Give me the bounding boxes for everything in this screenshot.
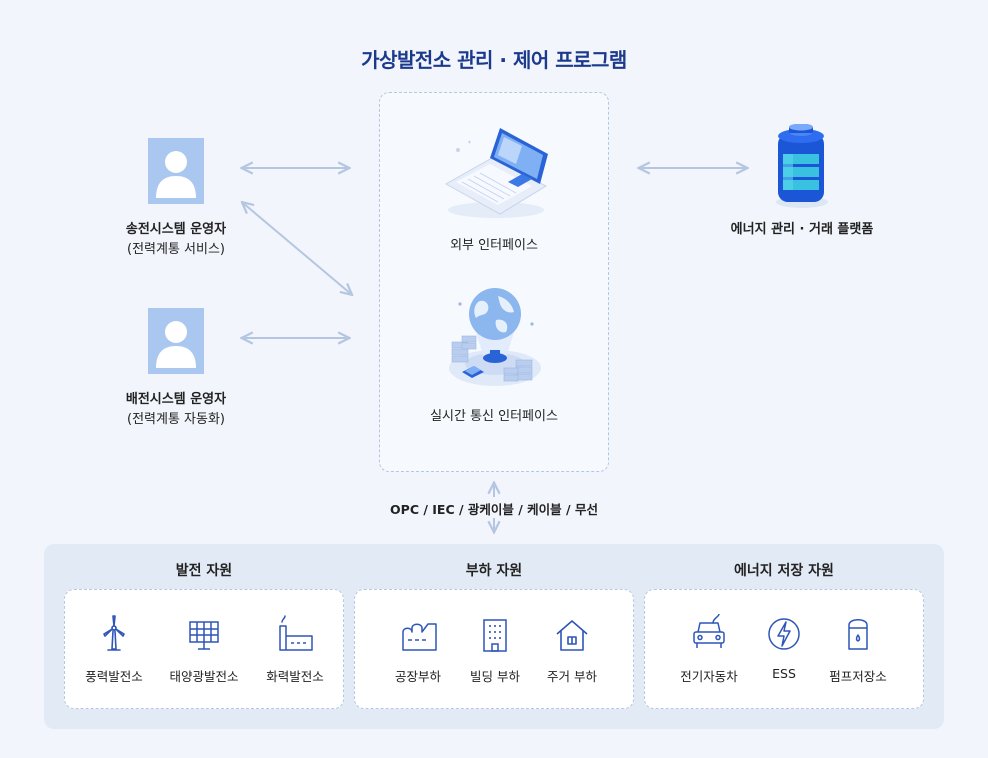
wind-turbine-icon [103,615,125,651]
wind-plant-label: 풍력발전소 [85,669,143,684]
thermal-plant-icon [279,615,313,651]
ev-label: 전기자동차 [680,669,738,684]
storage-group-title: 에너지 저장 자원 [734,563,834,579]
load-group [354,589,634,709]
distribution-operator-avatar [148,308,204,374]
pump-storage-icon [848,619,868,650]
globe-server-icon [449,288,541,386]
factory-load-label: 공장부하 [394,669,441,684]
residential-load-label: 주거 부하 [547,669,597,684]
page-title: 가상발전소 관리 · 제어 프로그램 [361,48,627,72]
lightning-icon [768,618,800,650]
transmission-operator-sub: (전력계통 서비스) [127,242,225,257]
arrow-transmission-realtime [243,203,351,294]
factory-icon [402,623,437,651]
user-icon [156,321,196,368]
pump-storage-label: 펌프저장소 [829,669,887,684]
platform-label: 에너지 관리 · 거래 플랫폼 [730,222,874,237]
realtime-interface-label: 실시간 통신 인터페이스 [430,409,558,424]
transmission-operator-name: 송전시스템 운영자 [125,222,227,237]
ess-label: ESS [772,666,796,681]
distribution-operator-sub: (전력계통 자동화) [127,412,225,427]
external-interface-label: 외부 인터페이스 [450,238,538,253]
protocol-label: OPC / IEC / 광케이블 / 케이블 / 무선 [390,502,598,517]
user-icon [156,151,196,198]
building-icon [483,619,507,652]
laptop-icon [444,128,548,218]
transmission-operator-avatar [148,138,204,204]
battery-icon [776,124,828,208]
solar-plant-label: 태양광발전소 [169,669,239,684]
thermal-plant-label: 화력발전소 [266,669,324,684]
solar-panel-icon [189,621,219,650]
load-group-title: 부하 자원 [465,563,523,579]
distribution-operator-name: 배전시스템 운영자 [125,392,227,407]
generation-group-title: 발전 자원 [175,563,233,579]
building-load-label: 빌딩 부하 [470,669,520,684]
house-icon [556,620,588,651]
electric-car-icon [693,614,725,648]
